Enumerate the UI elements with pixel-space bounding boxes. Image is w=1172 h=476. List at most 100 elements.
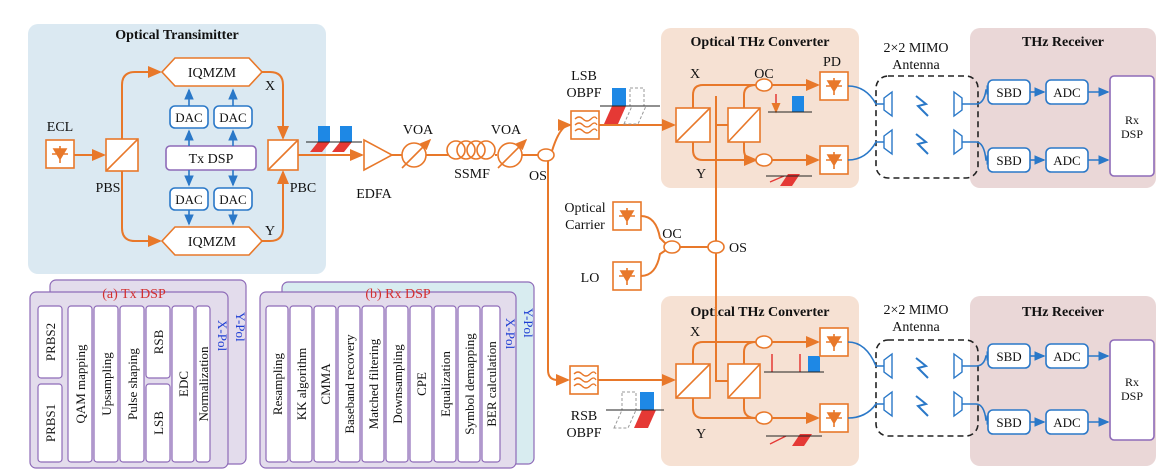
sbd-top-1-label: SBD	[996, 85, 1021, 100]
wireless-link-bottom-2-icon	[915, 395, 929, 417]
rsb-obpf-filter	[569, 365, 599, 395]
tx-dsp-step-box-5	[145, 305, 171, 379]
rsb-obpf-label-1: RSB	[571, 409, 597, 424]
tx-x-label: X	[265, 79, 275, 94]
tx-dsp-xpol-label: X-Pol	[215, 320, 230, 351]
rx-dsp-step-box-6	[409, 305, 433, 463]
rsb-spectrum-icon	[606, 391, 664, 429]
converter-title-top: Optical THz Converter	[691, 35, 830, 50]
optical-carrier-diode-icon	[619, 208, 635, 225]
rx-dsp-top-label-1: Rx	[1125, 113, 1139, 127]
antenna-tx-top-1-icon	[883, 90, 963, 156]
rx-dsp-step-box-1	[289, 305, 313, 463]
rx-dsp-step-box-9	[481, 305, 501, 463]
rx-dsp-step-label-5: Downsampling	[390, 344, 405, 424]
optical-carrier-laser	[612, 201, 642, 231]
tx-dsp-step-box-0	[37, 305, 63, 379]
optical-carrier-label-1: Optical	[564, 201, 605, 216]
rx-dsp-step-label-4: Matched filtering	[366, 338, 381, 429]
lsb-filter-wave-icon	[574, 116, 598, 134]
tx-dsp-step-box-7	[171, 305, 195, 463]
lsb-obpf-label-2: OBPF	[566, 86, 601, 101]
tx-dsp-step-box-8	[195, 305, 211, 463]
rx-dsp-step-label-7: Equalization	[438, 351, 453, 417]
converter-spectrum-bottom-y	[766, 434, 822, 446]
optical-coupler	[663, 240, 681, 254]
rx-dsp-step-box-2	[313, 305, 337, 463]
tx-dsp-step-label-5: RSB	[151, 329, 166, 354]
photodiode-bottom-2-icon	[826, 410, 842, 427]
rx-dsp-xpol-label: X-Pol	[503, 318, 518, 349]
adc-bottom-2-label: ADC	[1053, 415, 1080, 430]
converter-oc-bottom-2	[755, 411, 773, 425]
rx-dsp-step-box-4	[361, 305, 385, 463]
ssmf-fiber-spool	[446, 140, 496, 160]
tx-dsp-step-label-0: PRBS2	[43, 323, 58, 361]
converter-top-y-label: Y	[696, 167, 706, 182]
converter-spectrum-top-y	[766, 174, 812, 186]
tx-dsp-ypol-label: Y-Pol	[233, 312, 248, 342]
rx-dsp-step-label-2: CMMA	[318, 363, 333, 405]
photodiode-bottom-2	[819, 403, 849, 433]
optical-carrier-label-2: Carrier	[565, 218, 605, 233]
rx-dsp-bottom-label-1: Rx	[1125, 375, 1139, 389]
rx-dsp-step-box-8	[457, 305, 481, 463]
photodiode-top-2	[819, 145, 849, 175]
mimo-antenna-box-top	[875, 75, 979, 179]
voa-label-2: VOA	[491, 123, 522, 138]
tx-dsp-step-label-7: EDC	[176, 371, 191, 397]
photodiode-top-2-icon	[826, 152, 842, 169]
rsb-obpf-label-2: OBPF	[566, 426, 601, 441]
photodiode-bottom-1-icon	[826, 334, 842, 351]
wireless-link-top-2-icon	[915, 133, 929, 155]
iqmzm-bottom	[160, 226, 264, 256]
dac-top-right-label: DAC	[219, 110, 246, 125]
rx-dsp-top-label-2: DSP	[1121, 127, 1143, 141]
rx-dsp-panel-title: (b) Rx DSP	[365, 287, 431, 302]
antenna-bottom-icons	[883, 352, 963, 418]
edfa-label: EDFA	[356, 187, 392, 202]
converter-oc-bottom-1	[755, 335, 773, 349]
tx-dsp-step-label-1: PRBS1	[43, 404, 58, 442]
tx-dsp-panel-title: (a) Tx DSP	[102, 287, 166, 302]
mimo-antenna-box-bottom	[875, 339, 979, 437]
rx-dsp-step-label-0: Resampling	[270, 352, 285, 415]
tx-dsp-step-box-1	[37, 383, 63, 463]
rx-dsp-step-label-6: CPE	[414, 372, 429, 396]
rx-dsp-ypol-label: Y-Pol	[521, 308, 536, 338]
ecl-diode-icon	[52, 146, 68, 163]
mimo-label-bottom-2: Antenna	[892, 320, 940, 335]
rx-dsp-step-box-0	[265, 305, 289, 463]
tx-dsp-label: Tx DSP	[189, 152, 234, 167]
optical-splitter-1	[537, 148, 555, 162]
dac-bottom-left-label: DAC	[175, 192, 202, 207]
adc-top-2-label: ADC	[1053, 153, 1080, 168]
rx-dsp-step-box-7	[433, 305, 457, 463]
tx-dsp-step-label-2: QAM mapping	[73, 344, 88, 424]
iqmzm-bottom-label: IQMZM	[188, 235, 237, 250]
converter-bottom-x-label: X	[690, 325, 700, 340]
photodiode-top-1-icon	[826, 78, 842, 95]
tx-dsp-step-box-2	[67, 305, 93, 463]
adc-top-1-label: ADC	[1053, 85, 1080, 100]
wireless-link-bottom-1-icon	[915, 357, 929, 379]
iqmzm-top-label: IQMZM	[188, 66, 237, 81]
adc-bottom-1-label: ADC	[1053, 349, 1080, 364]
converter-top-x-label: X	[690, 67, 700, 82]
converter-title-bottom: Optical THz Converter	[691, 305, 830, 320]
mimo-label-bottom-1: 2×2 MIMO	[883, 303, 948, 318]
ssmf-label: SSMF	[454, 167, 490, 182]
voa-label-1: VOA	[403, 123, 434, 138]
tx-dsp-step-box-3	[93, 305, 119, 463]
tx-spectrum-icon	[306, 126, 362, 152]
tx-dsp-step-box-6	[145, 383, 171, 463]
pbs-label: PBS	[96, 181, 121, 196]
pd-label: PD	[823, 55, 841, 70]
sbd-bottom-1-label: SBD	[996, 349, 1021, 364]
converter-oc-top-2	[755, 153, 773, 167]
rsb-filter-wave-icon	[573, 371, 597, 389]
transmitter-title: Optical Transimitter	[115, 28, 239, 43]
iqmzm-top	[160, 57, 264, 87]
os-label-1: OS	[529, 169, 547, 184]
